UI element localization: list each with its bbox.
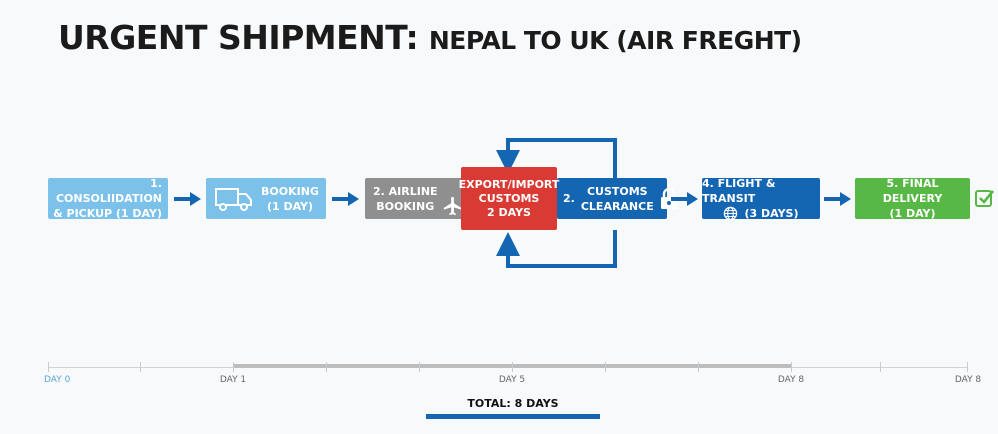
- step-4-line2: CUSTOMS: [478, 191, 540, 205]
- timeline-tick: [698, 362, 699, 372]
- step-2-line1: BOOKING: [261, 184, 319, 198]
- timeline-label-day-0: DAY 0: [44, 375, 71, 385]
- step-7-line2: (1 DAY): [889, 207, 936, 220]
- step-final-delivery: 5. FINAL DELIVERY (1 DAY): [855, 177, 970, 220]
- timeline-tick: [140, 362, 141, 372]
- timeline-tick: [233, 362, 234, 372]
- step-5-line2: CLEARANCE: [580, 199, 654, 213]
- title-main: URGENT SHIPMENT:: [58, 18, 419, 57]
- timeline-label-day-1: DAY 1: [219, 375, 247, 385]
- step-1-line2: & PICKUP (1 DAY): [53, 207, 162, 220]
- step-1-line1: 1. CONSOLIIDATION: [55, 177, 162, 205]
- delivery-truck-icon: [214, 185, 254, 213]
- globe-icon: [723, 206, 738, 221]
- page-title: URGENT SHIPMENT: NEPAL TO UK (AIR FREGHT…: [58, 18, 802, 57]
- timeline-label-day-8b: DAY 8: [954, 375, 982, 385]
- step-consolidation-pickup: 1. CONSOLIIDATION & PICKUP (1 DAY): [48, 177, 168, 220]
- arrow-5-to-6: [671, 192, 698, 206]
- title-sub: NEPAL TO UK (AIR FREGHT): [428, 26, 802, 55]
- step-6-line2: (3 DAYS): [744, 207, 799, 220]
- timeline-tick: [48, 362, 49, 372]
- arrow-2-to-3: [332, 192, 359, 206]
- arrow-1-to-2: [174, 192, 201, 206]
- timeline-tick: [512, 362, 513, 372]
- step-5-line1: CUSTOMS: [586, 184, 648, 198]
- total-underline-bar: [426, 414, 600, 419]
- timeline-tick: [326, 362, 327, 372]
- step-5-number: 2.: [563, 192, 575, 205]
- timeline-tick: [967, 362, 968, 372]
- step-4-line1: EXPORT/IMPORT: [458, 177, 560, 191]
- timeline-label-day-5: DAY 5: [498, 375, 526, 385]
- customs-loop-arrows: [496, 138, 617, 268]
- step-4-line3: 2 DAYS: [487, 205, 531, 219]
- airplane-icon: [442, 195, 464, 217]
- timeline-tick: [605, 362, 606, 372]
- arrow-6-to-7: [824, 192, 851, 206]
- timeline-label-day-8a: DAY 8: [777, 375, 805, 385]
- step-6-line1: 4. FLIGHT & TRANSIT: [702, 177, 776, 205]
- step-7-line1: 5. FINAL DELIVERY: [882, 177, 943, 205]
- step-flight-transit: 4. FLIGHT & TRANSIT (3 DAYS): [702, 177, 820, 221]
- timeline-tick: [419, 362, 420, 372]
- step-3-line1: 2. AIRLINE: [373, 184, 438, 198]
- timeline-tick: [791, 362, 792, 372]
- timeline-tick: [880, 362, 881, 372]
- step-3-line2: BOOKING: [376, 199, 435, 213]
- checkbox-icon: [974, 188, 996, 210]
- step-booking: BOOKING(1 DAY): [206, 178, 326, 219]
- step-2-line2: (1 DAY): [266, 199, 314, 213]
- total-duration: TOTAL: 8 DAYS: [467, 397, 559, 410]
